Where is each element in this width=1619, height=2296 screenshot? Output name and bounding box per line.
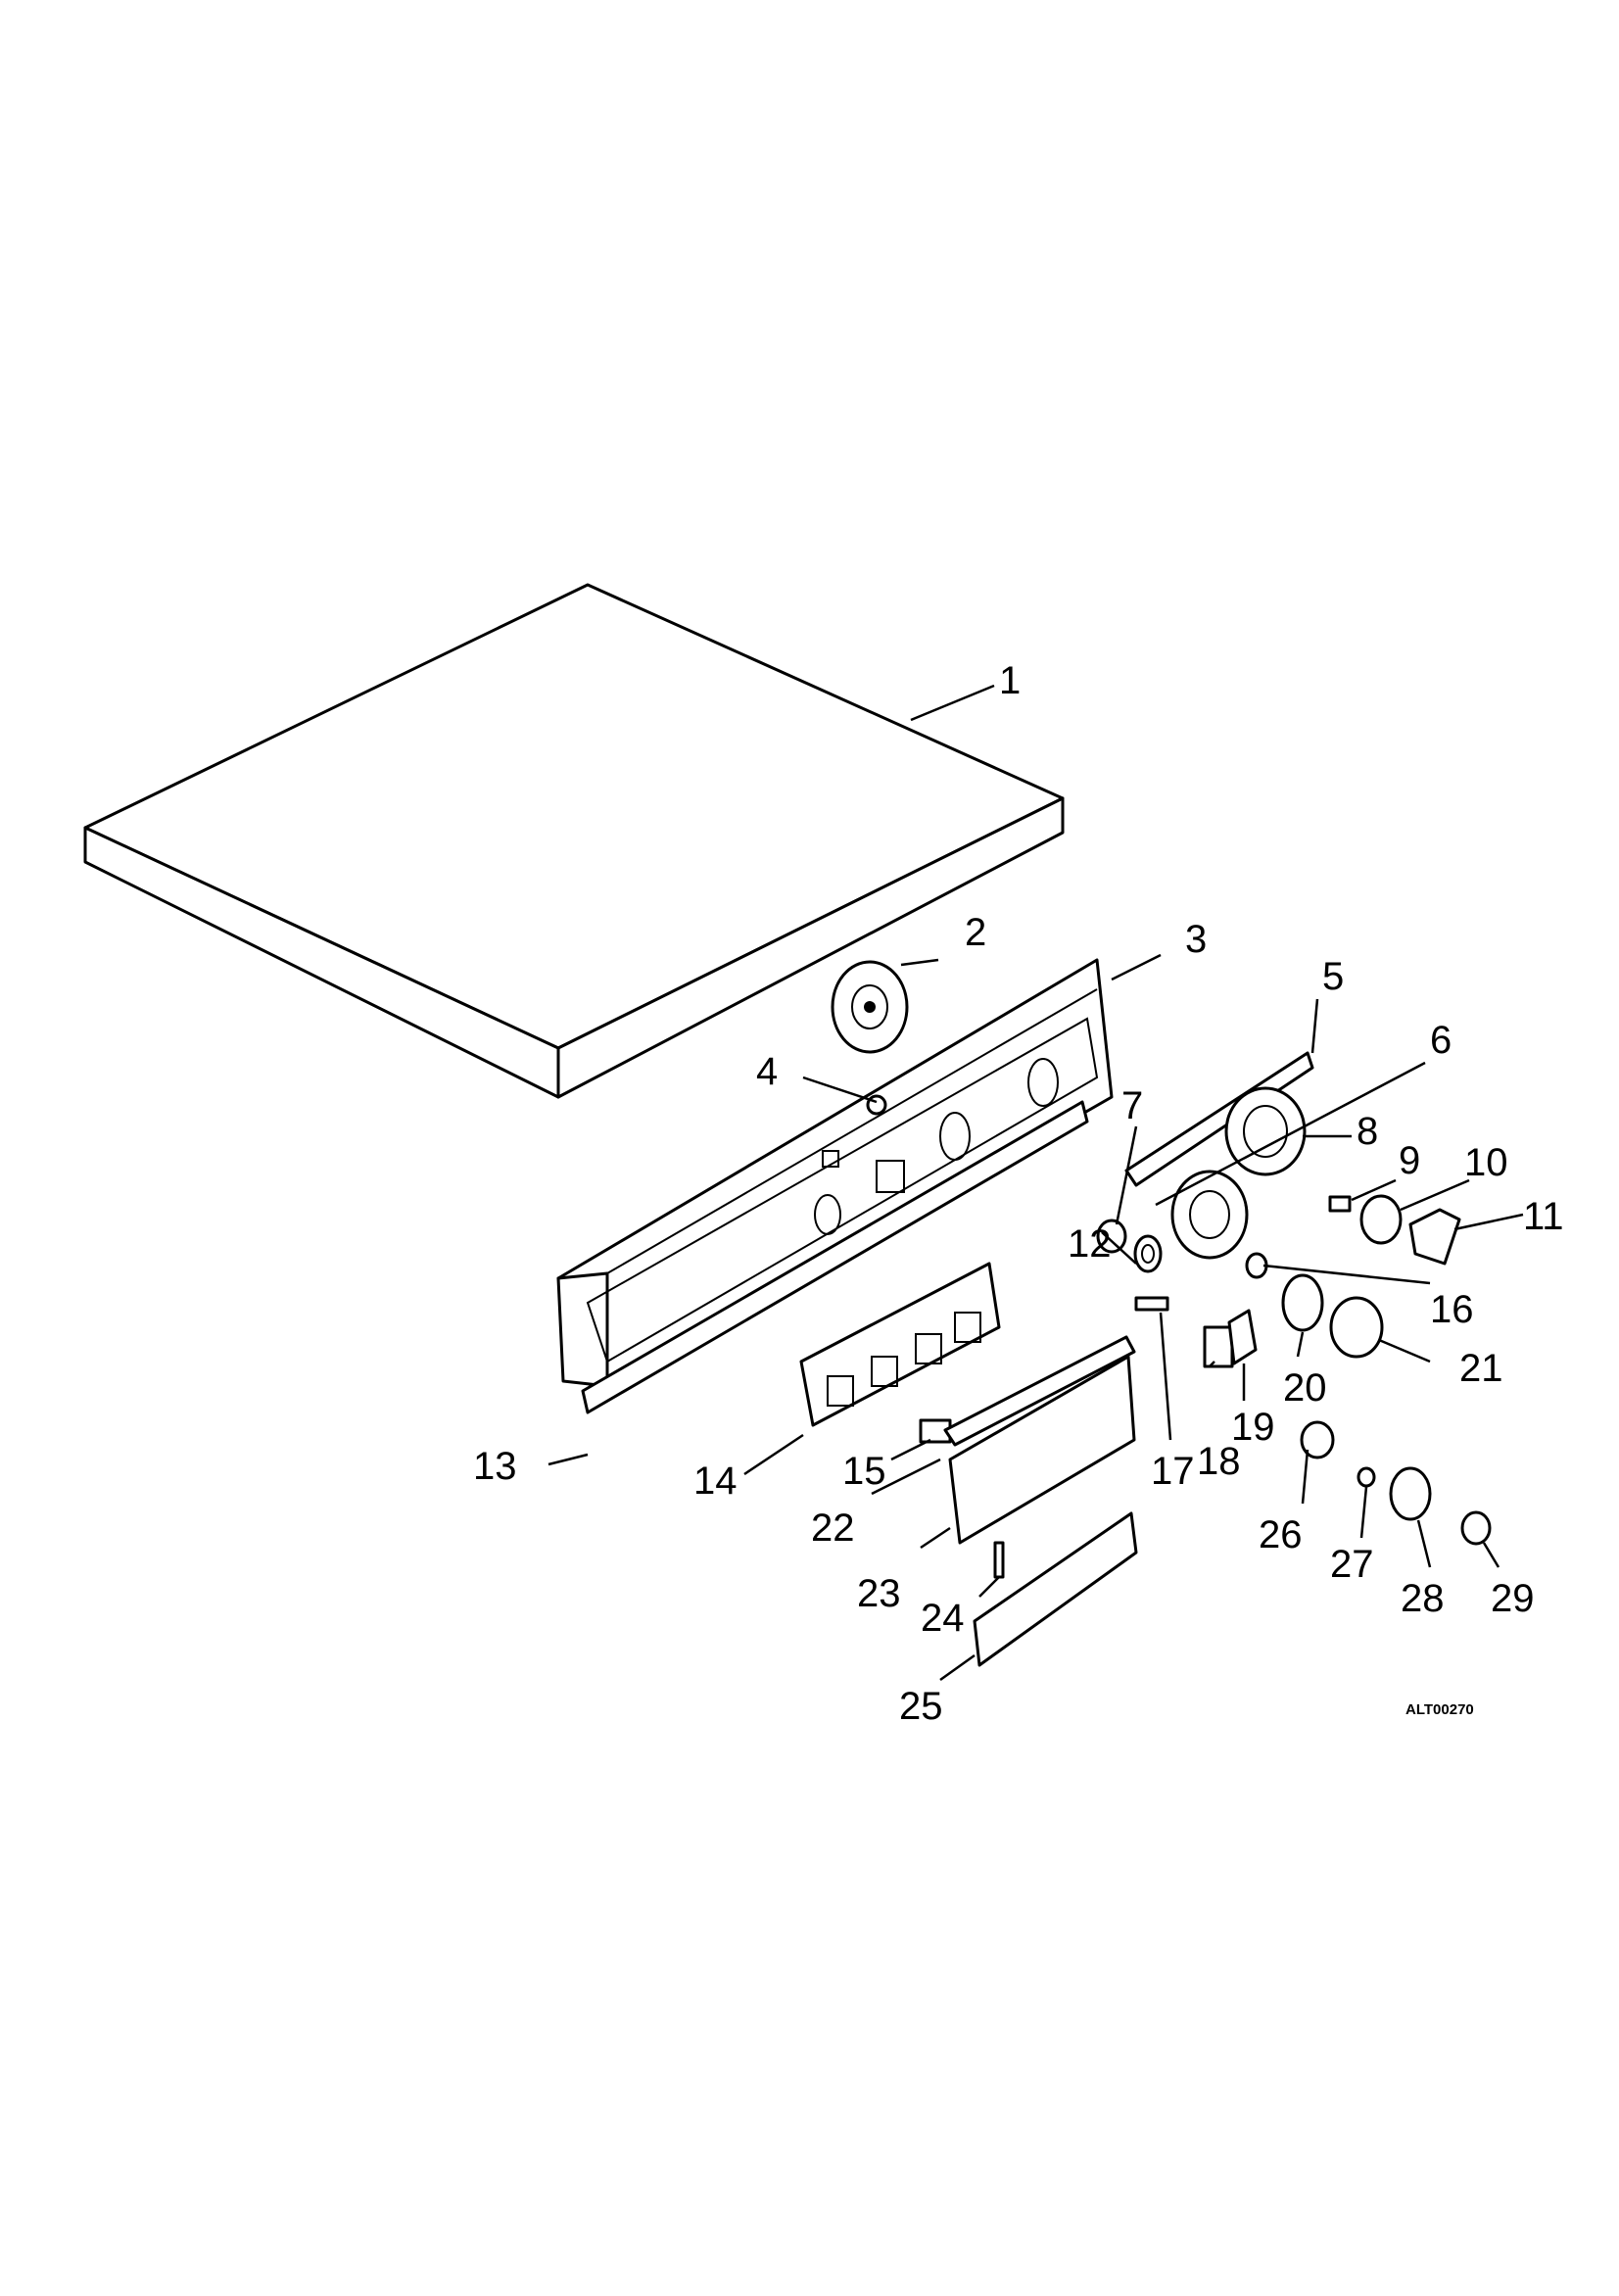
callout-29: 29 [1491, 1577, 1535, 1620]
callout-21: 21 [1459, 1347, 1503, 1390]
part-23-drawer-front [948, 1355, 1136, 1545]
callout-25: 25 [899, 1685, 943, 1728]
part-29-screw [1460, 1510, 1492, 1546]
part-6-knob-body [1170, 1170, 1249, 1260]
part-20-bezel [1281, 1273, 1324, 1332]
callout-3: 3 [1185, 918, 1207, 961]
callout-28: 28 [1401, 1577, 1445, 1620]
callout-9: 9 [1399, 1139, 1420, 1182]
callout-16: 16 [1430, 1288, 1474, 1331]
callout-11: 11 [1523, 1195, 1564, 1238]
callout-19: 19 [1231, 1406, 1275, 1449]
callout-10: 10 [1464, 1141, 1508, 1184]
callout-labels: 1 2 3 4 5 6 7 8 9 10 11 12 13 14 15 16 1… [473, 659, 1564, 1728]
callout-22: 22 [811, 1507, 855, 1550]
part-21-knob [1329, 1296, 1384, 1359]
callout-24: 24 [921, 1597, 965, 1640]
part-7-clip [1096, 1219, 1127, 1254]
part-12-gear [1133, 1234, 1163, 1273]
part-18-switch [1203, 1325, 1234, 1368]
part-24-strip [993, 1541, 1005, 1579]
callout-1: 1 [999, 659, 1021, 702]
part-25-plate [973, 1511, 1138, 1667]
callout-17: 17 [1151, 1450, 1195, 1493]
callout-14: 14 [693, 1459, 738, 1503]
callout-15: 15 [842, 1450, 886, 1493]
leader-lines [548, 684, 1524, 1682]
part-27-nut [1357, 1466, 1376, 1488]
part-19-switch-cover [1227, 1309, 1258, 1365]
part-26-bracket [1300, 1420, 1335, 1459]
drawing-code: ALT00270 [1405, 1701, 1474, 1718]
part-2-disc [831, 960, 909, 1054]
part-9-spring [1328, 1195, 1352, 1213]
part-8-bezel [1224, 1086, 1307, 1176]
callout-6: 6 [1430, 1019, 1452, 1062]
callout-26: 26 [1259, 1513, 1303, 1556]
part-17-rod [1134, 1296, 1169, 1312]
callout-27: 27 [1330, 1543, 1374, 1586]
callout-18: 18 [1197, 1440, 1241, 1483]
callout-2: 2 [965, 911, 986, 954]
part-28-knob [1389, 1466, 1432, 1521]
part-11-knob [1408, 1208, 1461, 1266]
part-1-top-panel [83, 583, 1065, 1099]
callout-4: 4 [756, 1050, 778, 1093]
part-13-trim-rail [581, 1100, 1089, 1414]
part-14-drawer-frame [799, 1262, 1001, 1427]
callout-23: 23 [857, 1572, 901, 1615]
callout-13: 13 [473, 1445, 517, 1488]
part-22-drawer-panel [943, 1335, 1136, 1447]
callout-12: 12 [1068, 1222, 1112, 1266]
callout-8: 8 [1357, 1110, 1378, 1153]
callout-7: 7 [1121, 1084, 1143, 1127]
part-10-insert [1359, 1194, 1403, 1245]
callout-5: 5 [1322, 955, 1344, 998]
callout-20: 20 [1283, 1366, 1327, 1410]
